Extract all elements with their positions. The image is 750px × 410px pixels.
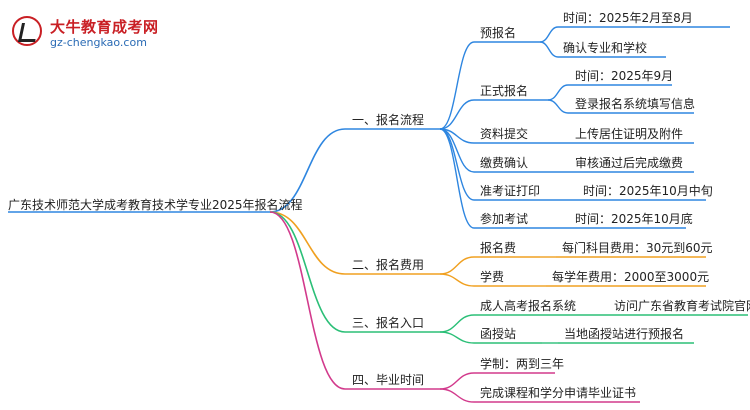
link-tuition [439, 273, 475, 287]
leaf-confirm-major: 确认专业和学校 [563, 41, 648, 55]
link-pre-reg-time [539, 26, 559, 43]
branch-1-link [269, 128, 346, 213]
branch-2-link [269, 211, 346, 275]
branch-3-link [269, 211, 346, 333]
node-correspondence-station: 函授站 [480, 327, 517, 341]
link-study-length [439, 372, 475, 390]
link-fill-info [547, 99, 569, 114]
site-logo: 大牛教育成考网 gz-chengkao.com [12, 14, 167, 54]
logo-url: gz-chengkao.com [50, 36, 147, 49]
node-admission-ticket: 准考证打印 [480, 184, 541, 198]
leaf-local-station: 当地函授站进行预报名 [564, 327, 685, 341]
node-online-system: 成人高考报名系统 [480, 299, 577, 313]
branch-4-link [269, 211, 346, 390]
logo-name: 大牛教育成考网 [50, 18, 159, 36]
leaf-fill-info: 登录报名系统填写信息 [575, 97, 696, 111]
link-apply-diploma [439, 388, 475, 403]
leaf-upload-proof: 上传居住证明及附件 [575, 127, 684, 141]
leaf-pay-after-review: 审核通过后完成缴费 [575, 156, 684, 170]
leaf-tuition-per-year: 每学年费用：2000至3000元 [552, 270, 710, 284]
link-formal-time [547, 84, 569, 101]
node-tuition: 学费 [480, 270, 505, 284]
node-pre-registration: 预报名 [480, 26, 517, 40]
logo-icon [12, 16, 42, 46]
node-formal-registration: 正式报名 [480, 84, 529, 98]
node-apply-diploma: 完成课程和学分申请毕业证书 [480, 386, 637, 400]
node-document-submission: 资料提交 [480, 127, 529, 141]
leaf-exam-time: 时间：2025年10月底 [575, 212, 693, 226]
leaf-formal-time: 时间：2025年9月 [575, 69, 674, 83]
branch-registration-process: 一、报名流程 [352, 113, 425, 127]
leaf-fee-per-subject: 每门科目费用：30元到60元 [562, 241, 713, 255]
leaf-ticket-time: 时间：2025年10月中旬 [583, 184, 713, 198]
link-formal-registration [439, 99, 475, 130]
leaf-pre-registration-time: 时间：2025年2月至8月 [563, 11, 693, 25]
root-topic: 广东技术师范大学成考教育技术学专业2025年报名流程 [8, 198, 303, 212]
link-online-system [439, 314, 475, 333]
node-take-exam: 参加考试 [480, 212, 529, 226]
node-study-length: 学制：两到三年 [480, 357, 565, 371]
node-payment-confirmation: 缴费确认 [480, 156, 529, 170]
branch-registration-entry: 三、报名入口 [352, 316, 425, 330]
link-registration-fee [439, 256, 475, 275]
link-take-exam [439, 128, 475, 229]
link-admission-ticket [439, 128, 475, 201]
branch-graduation-time: 四、毕业时间 [352, 373, 425, 387]
leaf-visit-official-site: 访问广东省教育考试院官网 [614, 299, 750, 313]
branch-registration-fees: 二、报名费用 [352, 258, 425, 272]
link-pre-registration [439, 41, 475, 130]
link-correspondence-station [439, 331, 475, 344]
link-confirm-major [539, 41, 559, 58]
node-registration-fee: 报名费 [480, 241, 517, 255]
